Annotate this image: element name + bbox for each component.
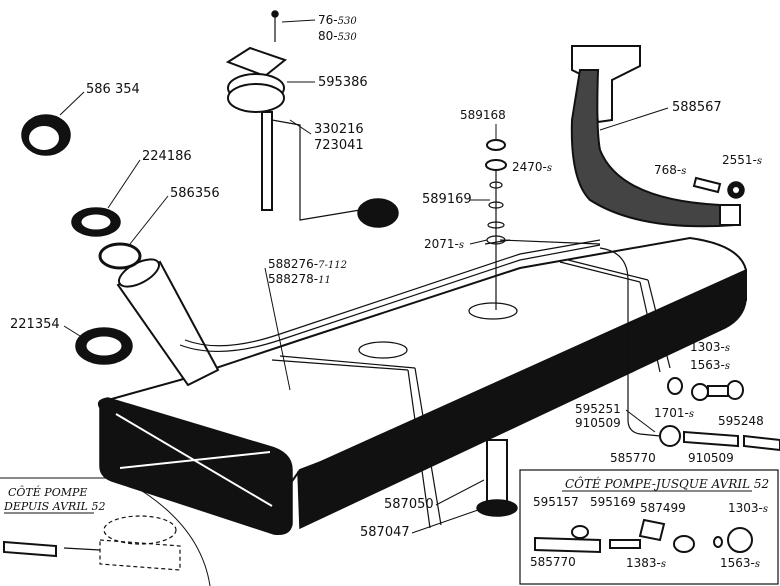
inset-right: CÔTÉ POMPE-JUSQUE AVRIL 52 595157 595169… bbox=[519, 469, 779, 585]
label-gasket-lower: 221354 bbox=[10, 317, 60, 332]
pipe-595248 bbox=[683, 430, 739, 448]
label-gauge: 595386 bbox=[318, 75, 368, 90]
gasket-224186 bbox=[71, 207, 121, 237]
inset-part-6: 1383-s bbox=[626, 556, 666, 570]
label-pipe-c: 595248 bbox=[718, 414, 764, 428]
label-screw: 76-530 bbox=[318, 13, 357, 27]
inset-part-5: 585770 bbox=[530, 555, 576, 569]
fuel-gauge-sender bbox=[225, 10, 399, 228]
nut-2551 bbox=[727, 181, 745, 199]
gasket-221354 bbox=[75, 327, 133, 365]
label-gasket-mid: 586356 bbox=[170, 186, 220, 201]
label-pipe-b: 910509 bbox=[575, 416, 621, 430]
label-nut-bracket: 2551-s bbox=[722, 153, 762, 167]
fitting-rod bbox=[486, 170, 506, 310]
filler-neck bbox=[116, 239, 601, 387]
label-gasket-upper: 224186 bbox=[142, 149, 192, 164]
fuel-line bbox=[484, 239, 661, 437]
inset-part-1: 595157 bbox=[533, 495, 579, 509]
label-nut-top: 589168 bbox=[460, 108, 506, 122]
label-tank-b: 588278-11 bbox=[268, 272, 331, 286]
fuel-tank bbox=[97, 236, 747, 536]
label-gauge-float-b: 723041 bbox=[314, 138, 364, 153]
label-pipe-a: 595251 bbox=[575, 402, 621, 416]
label-clip-c: 1701-s bbox=[654, 406, 694, 420]
inset-part-4: 1303-s bbox=[728, 501, 768, 515]
bolt-768 bbox=[692, 176, 722, 194]
label-clip-a: 1303-s bbox=[690, 340, 730, 354]
inset-left-title-1: CÔTÉ POMPE bbox=[8, 485, 87, 499]
label-screw-2: 80-530 bbox=[318, 29, 357, 43]
label-pipe-collar: 585770 bbox=[610, 451, 656, 465]
inset-left: CÔTÉ POMPE DEPUIS AVRIL 52 bbox=[0, 477, 211, 586]
label-gauge-float-a: 330216 bbox=[314, 122, 364, 137]
pipe-910509 bbox=[743, 434, 780, 452]
inset-part-3: 587499 bbox=[640, 501, 686, 515]
label-drain-b: 587047 bbox=[360, 525, 410, 540]
label-pipe-d: 910509 bbox=[688, 451, 734, 465]
clip-set bbox=[667, 377, 744, 401]
nut-589168 bbox=[485, 139, 507, 171]
seal-ring bbox=[21, 114, 71, 156]
label-seal-ring: 586 354 bbox=[86, 82, 140, 97]
label-fitting: 589169 bbox=[422, 192, 472, 207]
pipe-collar bbox=[659, 425, 681, 447]
label-tank-a: 588276-7-112 bbox=[268, 257, 347, 271]
part-labels: 76-530 80-530 595386 330216 723041 586 3… bbox=[10, 13, 764, 540]
label-clip-b: 1563-s bbox=[690, 358, 730, 372]
label-fitting-washer: 2071-s bbox=[424, 237, 464, 251]
label-drain-a: 587050 bbox=[384, 497, 434, 512]
inset-left-title-2: DEPUIS AVRIL 52 bbox=[3, 500, 105, 513]
label-bolt: 768-s bbox=[654, 163, 686, 177]
inset-right-title: CÔTÉ POMPE-JUSQUE AVRIL 52 bbox=[565, 475, 769, 491]
gasket-586356 bbox=[98, 242, 142, 270]
drain-plug bbox=[476, 439, 518, 517]
strap-bracket bbox=[570, 45, 741, 228]
inset-part-7: 1563-s bbox=[720, 556, 760, 570]
label-washer-top: 2470-s bbox=[512, 160, 552, 174]
inset-part-2: 595169 bbox=[590, 495, 636, 509]
label-strap-bracket: 588567 bbox=[672, 100, 722, 115]
